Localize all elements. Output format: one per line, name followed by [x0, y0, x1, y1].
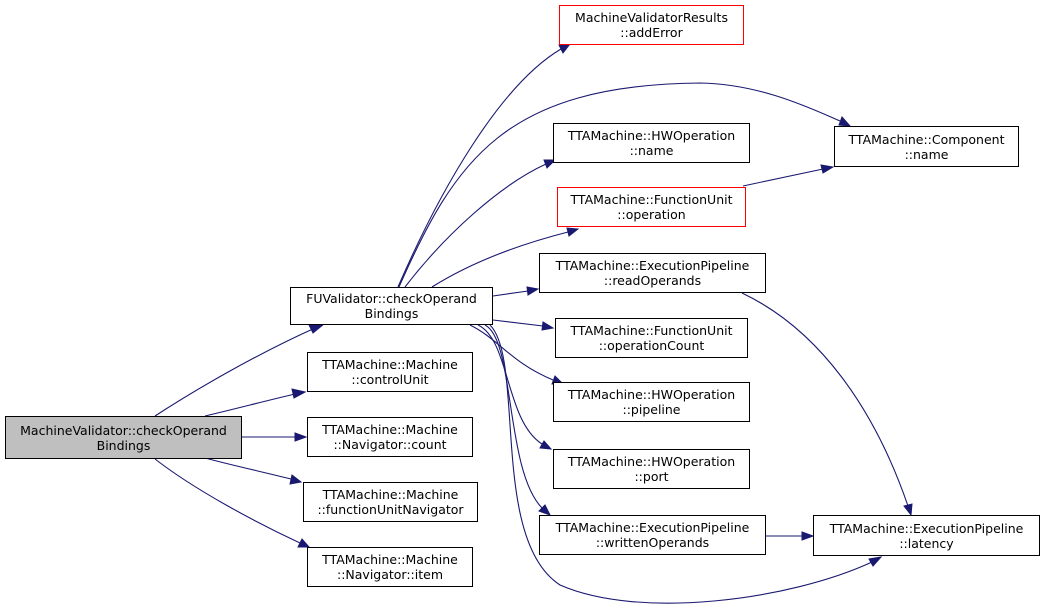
arrow-read-operands-latency	[903, 503, 913, 517]
node-label-line1: TTAMachine::HWOperation	[567, 128, 736, 143]
node-label-line1: TTAMachine::Machine	[322, 552, 458, 567]
edge-fuv-fu-operation	[431, 231, 569, 288]
arrow-fuv-component-name	[838, 116, 852, 127]
arrow-root-fuvalidator	[308, 323, 326, 334]
arrow-fu-operation-component-name	[820, 164, 835, 174]
node-label-line2: Bindings	[96, 437, 151, 453]
node-function-unit-navigator[interactable]: TTAMachine::Machine ::functionUnitNaviga…	[303, 482, 478, 522]
node-label-line1: TTAMachine::Machine	[322, 422, 458, 437]
node-machine-control-unit[interactable]: TTAMachine::Machine ::controlUnit	[307, 352, 473, 392]
node-hwoperation-pipeline[interactable]: TTAMachine::HWOperation ::pipeline	[553, 382, 750, 422]
node-label-line2: ::functionUnitNavigator	[317, 502, 464, 517]
edge-fuv-add-error	[397, 48, 562, 288]
arrow-fuv-fu-operation	[566, 227, 580, 237]
node-label-line2: ::addError	[620, 25, 683, 40]
edge-fu-operation-component-name	[742, 168, 824, 187]
edge-read-operands-latency	[741, 292, 909, 507]
node-label-line1: TTAMachine::HWOperation	[567, 387, 736, 402]
node-label-line2: ::writtenOperands	[595, 535, 710, 550]
edge-root-navigator-item	[154, 458, 301, 544]
arrow-fuv-read-operands	[526, 286, 540, 296]
arrow-written-operands-latency	[801, 531, 815, 541]
node-label-line1: TTAMachine::Component	[848, 131, 1005, 147]
node-label-line1: TTAMachine::FunctionUnit	[570, 192, 733, 207]
node-add-error[interactable]: MachineValidatorResults ::addError	[559, 5, 744, 45]
node-label-line2: ::readOperands	[603, 273, 702, 288]
arrow-fuv-hwop-port	[539, 440, 553, 450]
node-label-line2: ::operation	[617, 207, 686, 222]
node-label-line1: MachineValidator::checkOperand	[20, 422, 227, 438]
edge-fuv-written-operands	[484, 324, 543, 509]
node-label-line1: TTAMachine::Machine	[322, 487, 459, 502]
edge-fuv-component-name	[398, 82, 841, 288]
node-written-operands[interactable]: TTAMachine::ExecutionPipeline ::writtenO…	[539, 515, 766, 555]
edge-root-fuvalidator	[154, 327, 316, 417]
node-component-name[interactable]: TTAMachine::Component ::name	[834, 126, 1019, 167]
node-label-line2: ::controlUnit	[351, 372, 429, 387]
node-label-line2: Bindings	[364, 306, 419, 321]
arrow-fuv-op-count	[541, 321, 555, 331]
node-label-line1: FUValidator::checkOperand	[306, 291, 477, 306]
node-label-line1: TTAMachine::FunctionUnit	[570, 323, 733, 338]
node-label-line2: ::Navigator::item	[336, 567, 444, 582]
edge-fuv-hwop-name	[404, 163, 547, 288]
arrow-fuv-add-error	[558, 43, 572, 54]
node-label-line1: TTAMachine::ExecutionPipeline	[829, 520, 1024, 536]
arrow-root-fu-navigator	[289, 474, 303, 485]
node-operation-count[interactable]: TTAMachine::FunctionUnit ::operationCoun…	[555, 318, 748, 358]
node-label-line1: TTAMachine::Machine	[322, 357, 458, 372]
arrow-root-navigator-count	[294, 432, 308, 442]
edge-fuv-latency	[489, 324, 873, 604]
node-root-check-operand-bindings: MachineValidator::checkOperand Bindings	[5, 416, 242, 459]
node-fuvalidator-check-operand-bindings[interactable]: FUValidator::checkOperand Bindings	[290, 287, 493, 325]
node-navigator-item[interactable]: TTAMachine::Machine ::Navigator::item	[307, 547, 473, 587]
node-hwoperation-port[interactable]: TTAMachine::HWOperation ::port	[553, 449, 750, 489]
arrow-fuv-written-operands	[538, 504, 552, 516]
edge-root-fu-navigator	[204, 457, 292, 480]
edge-fuv-hwop-pipeline	[469, 324, 554, 381]
node-function-unit-operation[interactable]: TTAMachine::FunctionUnit ::operation	[557, 187, 746, 227]
node-read-operands[interactable]: TTAMachine::ExecutionPipeline ::readOper…	[539, 253, 766, 293]
node-label-line1: MachineValidatorResults	[575, 10, 728, 25]
node-label-line1: TTAMachine::HWOperation	[567, 454, 736, 469]
node-hwoperation-name[interactable]: TTAMachine::HWOperation ::name	[553, 123, 750, 163]
arrow-root-control-unit	[291, 388, 307, 399]
node-label-line2: ::port	[634, 469, 669, 484]
node-label-line2: ::operationCount	[598, 338, 705, 353]
node-execution-pipeline-latency[interactable]: TTAMachine::ExecutionPipeline ::latency	[813, 515, 1040, 556]
node-label-line2: ::name	[904, 146, 949, 162]
node-navigator-count[interactable]: TTAMachine::Machine ::Navigator::count	[307, 417, 473, 457]
node-label-line2: ::latency	[899, 535, 954, 551]
node-label-line1: TTAMachine::ExecutionPipeline	[555, 258, 750, 273]
arrow-fuv-hwop-name	[543, 159, 557, 169]
node-label-line2: ::Navigator::count	[333, 437, 447, 452]
arrow-root-navigator-item	[297, 538, 311, 548]
node-label-line2: ::pipeline	[622, 402, 681, 417]
edge-root-control-unit	[204, 393, 296, 417]
node-label-line1: TTAMachine::ExecutionPipeline	[555, 520, 750, 535]
node-label-line2: ::name	[629, 143, 674, 158]
edge-fuv-read-operands	[492, 290, 529, 297]
edge-fuv-hwop-port	[477, 324, 543, 445]
arrow-fuv-latency	[868, 556, 883, 567]
edge-fuv-op-count	[492, 319, 544, 327]
